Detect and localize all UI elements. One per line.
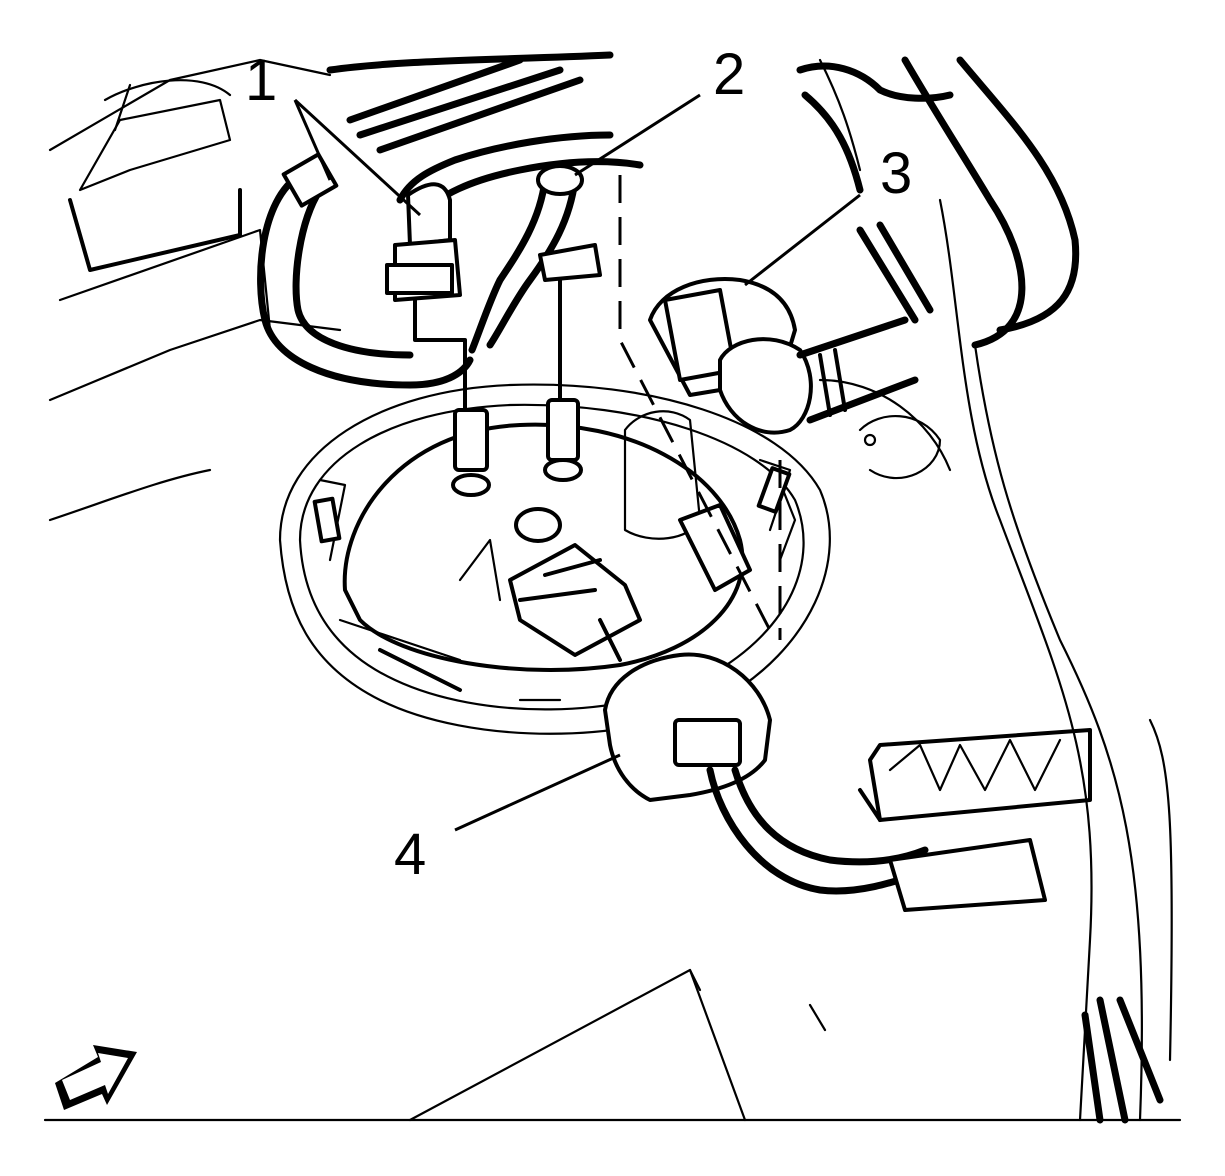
callout-2: 2 [713,42,746,107]
fuel-feed-connector [385,182,467,412]
main-harness [796,56,1173,1124]
callout-leaders [293,93,861,832]
fuel-pump-flange [278,383,831,735]
vapor-line-connector [468,164,602,402]
forward-arrow-icon [55,1045,137,1110]
background-structure [43,58,1182,1122]
callout-4: 4 [394,822,427,887]
clip-bracket [858,728,1092,822]
module-electrical-connector [508,543,642,662]
evap-elbow-connector [648,221,934,435]
callout-3: 3 [880,141,913,206]
dashed-guide-lines [618,175,782,641]
callout-1: 1 [245,48,278,113]
module-ports [451,398,792,602]
harness-connector [603,652,1047,912]
